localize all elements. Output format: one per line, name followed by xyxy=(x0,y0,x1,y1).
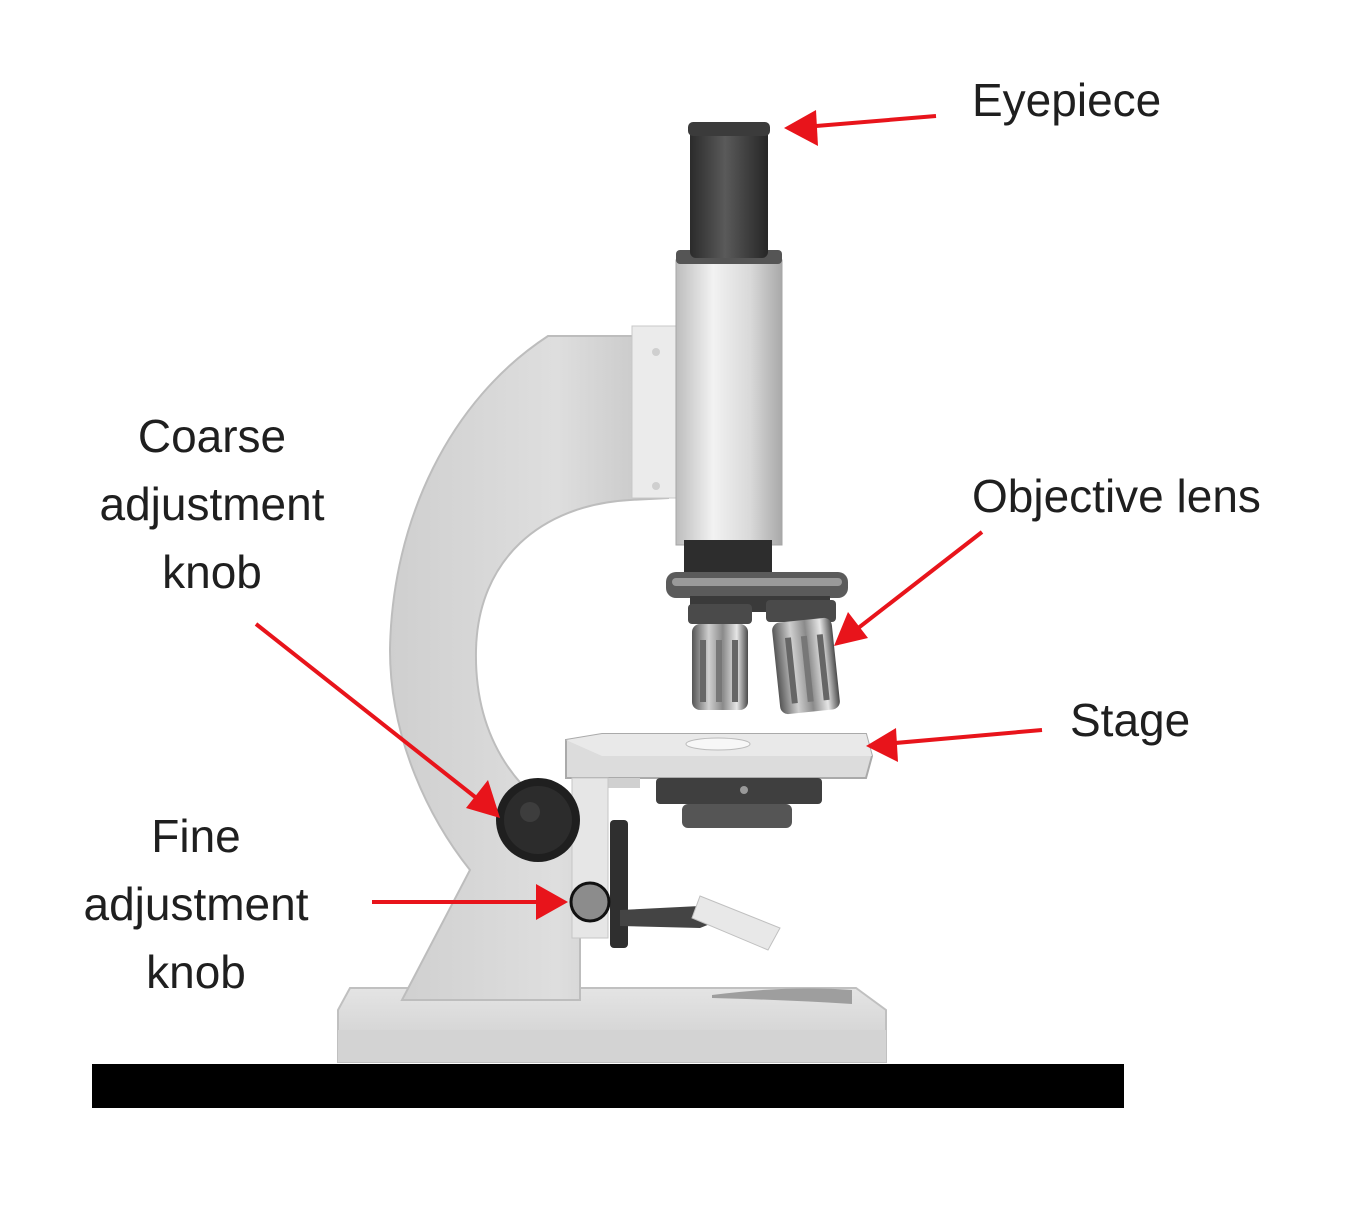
label-fine-line-3: knob xyxy=(146,946,246,998)
label-fine-line-2: adjustment xyxy=(83,878,309,930)
mirror-assembly xyxy=(610,820,781,951)
arrow-stage xyxy=(883,728,1043,746)
label-eyepiece-text: Eyepiece xyxy=(972,74,1162,126)
label-stage-text: Stage xyxy=(1070,694,1191,746)
microscope-base xyxy=(337,987,887,1063)
objective-lenses xyxy=(688,600,840,715)
arrow-coarse xyxy=(254,622,486,806)
table-bar xyxy=(92,1064,1124,1108)
label-stage: Stage xyxy=(1070,686,1190,754)
body-tube xyxy=(675,250,783,574)
callout-arrows xyxy=(254,110,1043,920)
label-objective-lens: Objective lens xyxy=(972,462,1261,530)
fine-knob xyxy=(569,881,611,923)
label-coarse-line-3: knob xyxy=(162,546,262,598)
label-objective-lens-text: Objective lens xyxy=(972,470,1261,522)
arrow-objective xyxy=(846,530,984,638)
label-coarse-adjustment-knob: Coarse adjustment knob xyxy=(62,402,362,606)
label-eyepiece: Eyepiece xyxy=(972,66,1161,134)
eyepiece xyxy=(688,122,770,258)
label-fine-adjustment-knob: Fine adjustment knob xyxy=(46,802,346,1006)
stage-platform xyxy=(565,733,874,828)
label-fine-line-1: Fine xyxy=(151,810,241,862)
microscope-arm xyxy=(388,325,683,1001)
label-coarse-line-2: adjustment xyxy=(99,478,325,530)
coarse-knob xyxy=(496,778,580,862)
label-coarse-line-1: Coarse xyxy=(137,410,287,462)
